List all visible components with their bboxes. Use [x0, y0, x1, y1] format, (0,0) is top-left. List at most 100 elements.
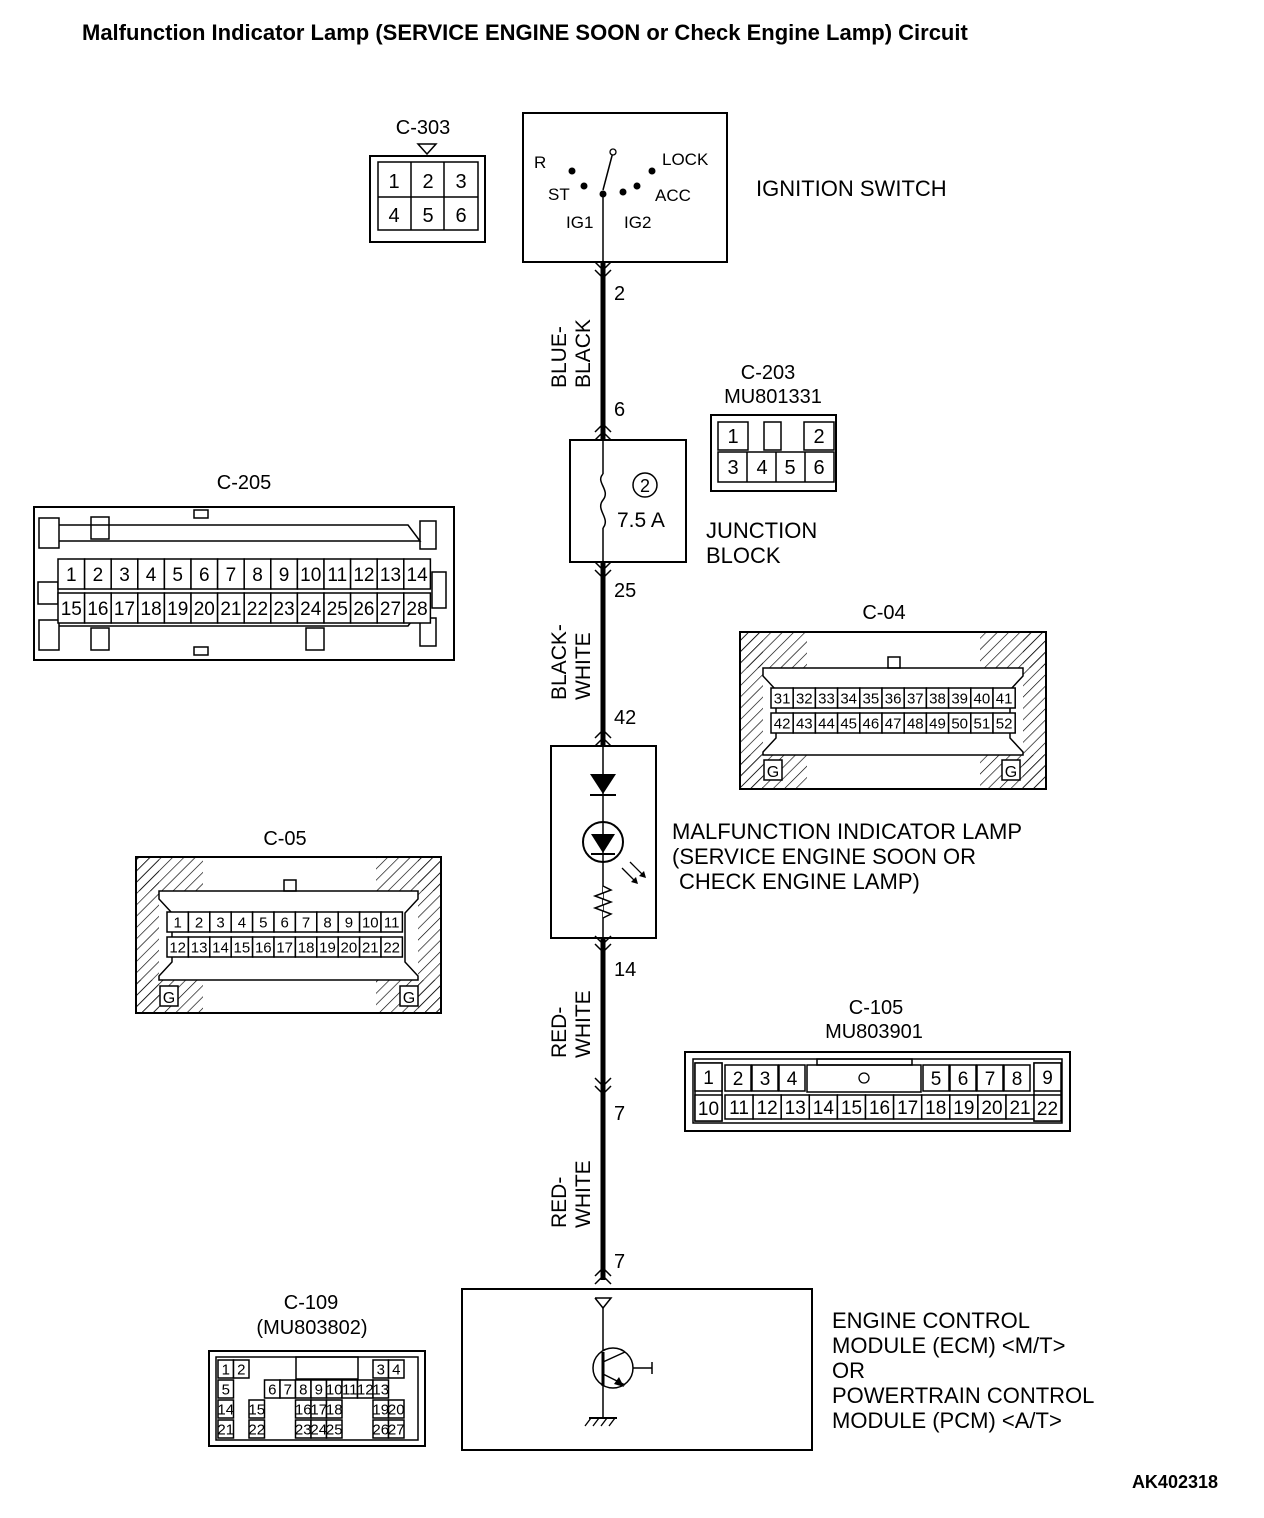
junction-block-label: JUNCTION: [706, 518, 817, 543]
pin-number: 14: [212, 939, 229, 956]
pin-number: 47: [885, 715, 902, 732]
pin-number: 34: [840, 690, 857, 707]
pin-number: 27: [388, 1421, 405, 1438]
pin-cell: [992, 687, 1016, 709]
lamp-label: CHECK ENGINE LAMP): [679, 869, 920, 894]
pin-cell: [296, 558, 325, 590]
pin-number: 8: [1012, 1069, 1023, 1090]
pin-number: 11: [342, 1381, 358, 1398]
pin-label: 7: [614, 1251, 625, 1273]
pin-number: 1: [703, 1068, 714, 1089]
pin-number: 13: [372, 1381, 389, 1398]
pin-cell: [387, 1399, 405, 1419]
pin-number: 7: [302, 914, 310, 931]
pin-cell: [83, 558, 112, 590]
pin-number: 2: [195, 914, 203, 931]
pin-number: 12: [169, 939, 186, 956]
figure-id: AK402318: [1132, 1472, 1218, 1492]
svg-text:3: 3: [455, 171, 466, 193]
svg-text:WHITE: WHITE: [572, 990, 595, 1058]
pin-cell: [248, 1399, 266, 1419]
pin-cell: [325, 1419, 343, 1439]
svg-text:RED-: RED-: [548, 1177, 571, 1228]
pin-number: 2: [93, 565, 104, 586]
pin-cell: [137, 592, 166, 624]
pin-number: 15: [234, 939, 251, 956]
connector-name: C-205: [217, 472, 271, 494]
pin-number: 10: [362, 914, 379, 931]
pin-cell: [270, 558, 299, 590]
pin-number: 9: [345, 914, 353, 931]
pin-cell: [976, 1064, 1004, 1092]
svg-text:R: R: [534, 153, 546, 172]
pin-number: 23: [295, 1421, 312, 1438]
svg-text:4: 4: [756, 457, 767, 479]
pin-number: 6: [268, 1381, 276, 1398]
pin-number: 21: [217, 1421, 234, 1438]
pin-label: 7: [614, 1103, 625, 1125]
connector-c-203: C-203 MU801331 1 2 3 4 5 6: [710, 362, 837, 492]
pin-number: 43: [796, 715, 813, 732]
switch-contacts-icon: [568, 148, 656, 262]
transistor-icon: [592, 1347, 634, 1389]
pin-cell: [376, 558, 405, 590]
pin-number: 9: [279, 565, 290, 586]
pin-number: 4: [787, 1069, 798, 1090]
lamp-label: (SERVICE ENGINE SOON OR: [672, 844, 976, 869]
ignition-switch-label: IGNITION SWITCH: [756, 176, 947, 201]
pin-number: 21: [362, 939, 379, 956]
connector-name: C-303: [396, 117, 450, 139]
pin-number: 20: [388, 1401, 405, 1418]
pin-number: 39: [951, 690, 968, 707]
pin-label: 2: [614, 283, 625, 305]
pin-cell: [372, 1379, 390, 1399]
ecm-label: POWERTRAIN CONTROL: [832, 1383, 1094, 1408]
pin-number: 33: [818, 690, 835, 707]
pin-number: 21: [1009, 1098, 1030, 1119]
pin-number: 52: [996, 715, 1013, 732]
pin-number: 17: [897, 1098, 918, 1119]
pin-number: 19: [372, 1401, 389, 1418]
svg-text:BLUE-: BLUE-: [548, 326, 571, 388]
pin-number: 3: [119, 565, 130, 586]
pin-cell: [380, 911, 404, 933]
pin-cell: [243, 592, 272, 624]
pin-cell: [949, 1064, 977, 1092]
pin-cell: [296, 592, 325, 624]
connector-name: C-203: [741, 362, 795, 384]
pin-number: 8: [299, 1381, 307, 1398]
pin-cell: [1033, 1062, 1062, 1092]
junction-block-label: BLOCK: [706, 543, 781, 568]
pin-cell: [751, 1064, 779, 1092]
svg-text:2: 2: [813, 426, 824, 448]
svg-text:5: 5: [422, 205, 433, 227]
pin-number: 8: [323, 914, 331, 931]
pin-number: 6: [199, 565, 210, 586]
pin-number: 14: [217, 1401, 234, 1418]
connector-c-303: C-303 1 2 3 4 5 6: [369, 117, 486, 243]
pin-number: 4: [392, 1361, 400, 1378]
pin-number: 15: [248, 1401, 265, 1418]
connector-name: C-109: [284, 1292, 338, 1314]
pin-cell: [922, 1064, 950, 1092]
diagram-title: Malfunction Indicator Lamp (SERVICE ENGI…: [82, 20, 968, 45]
pin-label: 14: [614, 959, 636, 981]
pin-number: 36: [885, 690, 902, 707]
diode-icon: [590, 774, 616, 794]
pin-number: 9: [1042, 1068, 1053, 1089]
pin-number: 28: [407, 599, 428, 620]
pin-number: 41: [996, 690, 1013, 707]
pin-number: 26: [353, 599, 374, 620]
pin-number: 18: [925, 1098, 946, 1119]
pin-number: 25: [327, 599, 348, 620]
wire-color-label: BLACK- WHITE: [548, 624, 595, 700]
pin-cell: [780, 1094, 811, 1120]
pin-cell: [387, 1419, 405, 1439]
pin-number: 5: [259, 914, 267, 931]
pin-number: 22: [383, 939, 400, 956]
pin-number: 3: [760, 1069, 771, 1090]
pin-label: 6: [614, 399, 625, 421]
